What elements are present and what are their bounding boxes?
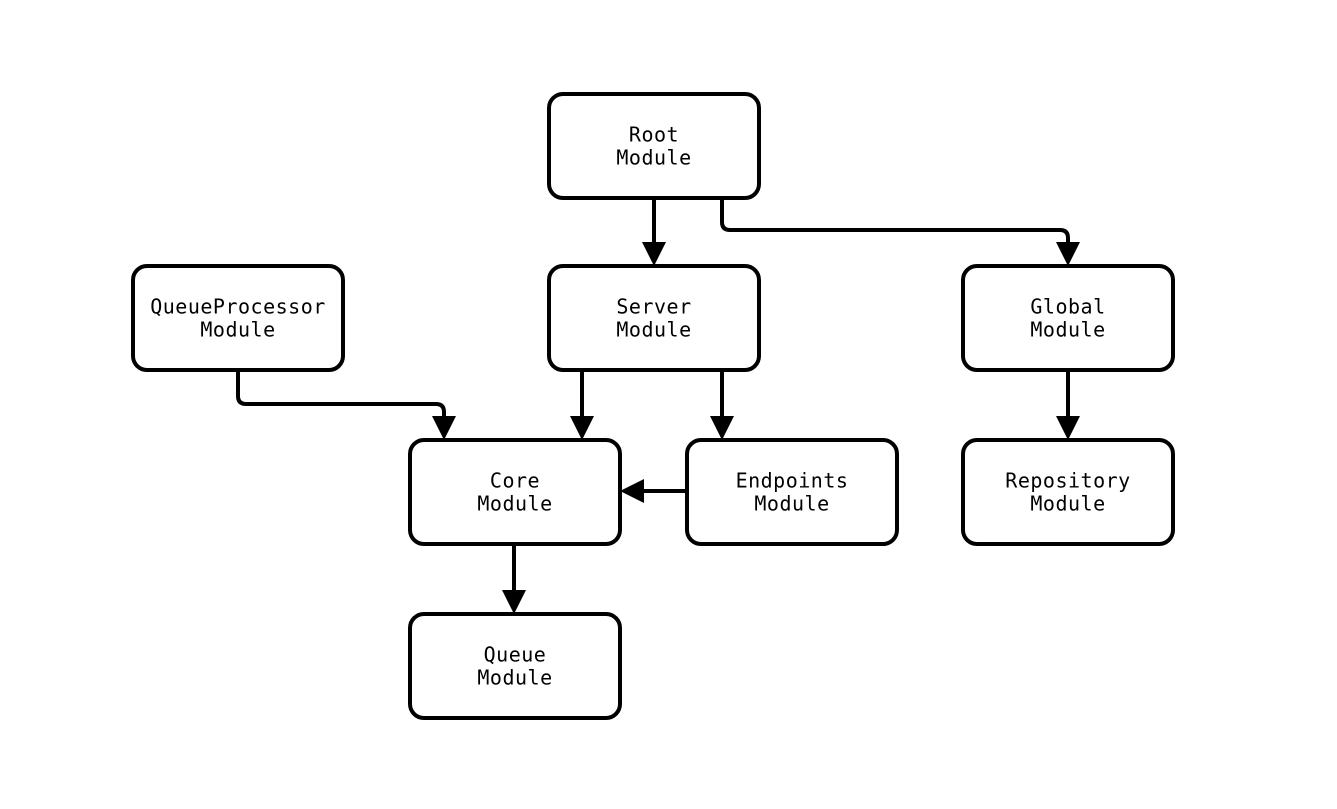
node-label-line2: Module xyxy=(1030,492,1105,516)
node-label-line1: Endpoints xyxy=(736,469,849,493)
node-label-line1: Core xyxy=(490,469,540,493)
node-queue-module[interactable]: Queue Module xyxy=(408,612,622,720)
node-endpoints-module[interactable]: Endpoints Module xyxy=(685,438,899,546)
node-box[interactable] xyxy=(961,438,1175,546)
node-label-line1: Server xyxy=(616,295,691,319)
node-server-module[interactable]: Server Module xyxy=(547,264,761,372)
node-label-line2: Module xyxy=(1030,318,1105,342)
node-label-line2: Module xyxy=(477,492,552,516)
node-box[interactable] xyxy=(408,438,622,546)
edge-server-to-endpoints xyxy=(710,370,734,440)
edge-line xyxy=(236,370,446,426)
node-label-line1: QueueProcessor xyxy=(150,295,326,319)
arrowhead-icon xyxy=(642,242,666,266)
node-label-line2: Module xyxy=(477,666,552,690)
edge-core-to-queue xyxy=(502,544,526,614)
node-core-module[interactable]: Core Module xyxy=(408,438,622,546)
node-label-line1: Root xyxy=(629,123,679,147)
node-label-line2: Module xyxy=(616,318,691,342)
node-label-line1: Global xyxy=(1030,295,1105,319)
node-label-line1: Repository xyxy=(1005,469,1130,493)
edge-server-to-core xyxy=(570,370,594,440)
arrowhead-icon xyxy=(620,479,644,503)
node-label-line1: Queue xyxy=(484,643,547,667)
node-label-line2: Module xyxy=(616,146,691,170)
node-repository-module[interactable]: Repository Module xyxy=(961,438,1175,546)
edge-global-to-repository xyxy=(1056,370,1080,440)
arrowhead-icon xyxy=(432,416,456,440)
arrowhead-icon xyxy=(502,590,526,614)
arrowhead-icon xyxy=(1056,416,1080,440)
node-label-line2: Module xyxy=(200,318,275,342)
edge-line xyxy=(720,198,1070,252)
arrowhead-icon xyxy=(1056,242,1080,266)
node-box[interactable] xyxy=(131,264,345,372)
node-label-line2: Module xyxy=(754,492,829,516)
node-box[interactable] xyxy=(547,92,761,200)
edge-root-to-global xyxy=(720,198,1080,266)
node-queueprocessor-module[interactable]: QueueProcessor Module xyxy=(131,264,345,372)
node-root-module[interactable]: Root Module xyxy=(547,92,761,200)
arrowhead-icon xyxy=(570,416,594,440)
node-box[interactable] xyxy=(547,264,761,372)
edge-root-to-server xyxy=(642,198,666,266)
edge-queueprocessor-to-core xyxy=(236,370,456,440)
arrowhead-icon xyxy=(710,416,734,440)
node-box[interactable] xyxy=(408,612,622,720)
edge-endpoints-to-core xyxy=(620,479,687,503)
node-box[interactable] xyxy=(685,438,899,546)
node-global-module[interactable]: Global Module xyxy=(961,264,1175,372)
node-box[interactable] xyxy=(961,264,1175,372)
